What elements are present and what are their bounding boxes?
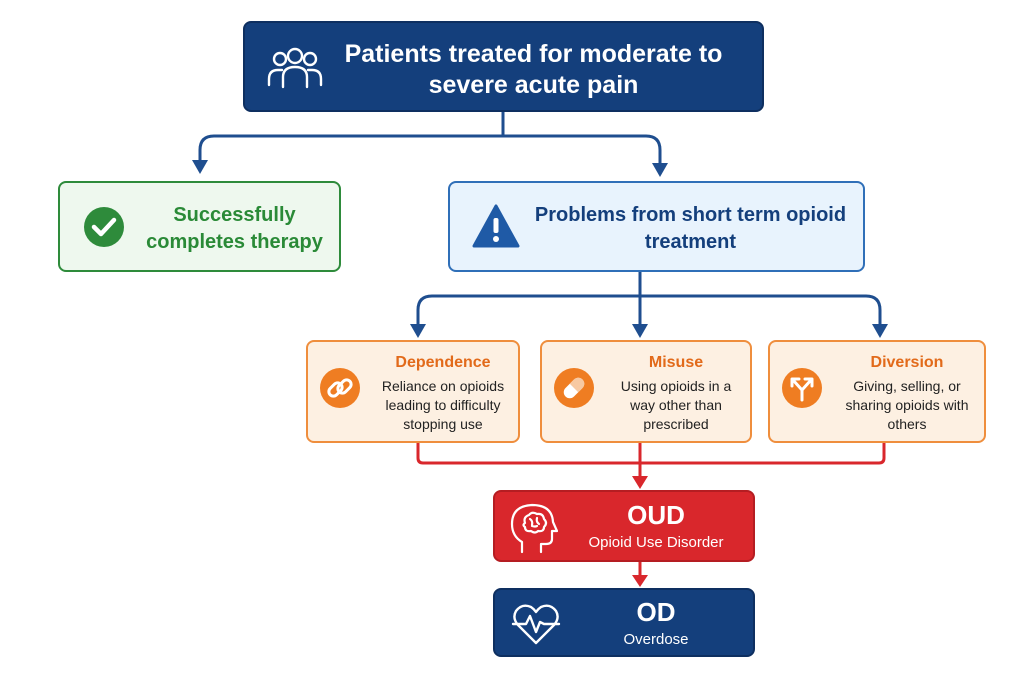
- dependence-box: Dependence Reliance on opioids leading t…: [306, 340, 520, 443]
- od-abbreviation: OD: [636, 597, 676, 627]
- diversion-description: Giving, selling, or sharing opioids with…: [845, 378, 969, 432]
- arrow-to-misuse: [632, 324, 648, 338]
- problems-title: Problems from short term opioid treatmen…: [534, 204, 847, 253]
- brain-head-icon: [508, 500, 559, 559]
- oud-abbreviation: OUD: [627, 500, 685, 530]
- connector-types-merge: [416, 443, 886, 465]
- people-icon: [267, 47, 323, 96]
- oud-full-name: Opioid Use Disorder: [588, 534, 724, 551]
- connector-top-branch: [198, 134, 662, 166]
- misuse-box: Misuse Using opioids in a way other than…: [540, 340, 752, 443]
- od-box: OD Overdose: [493, 588, 755, 657]
- arrow-to-success: [192, 160, 208, 174]
- arrow-to-diversion: [872, 324, 888, 338]
- arrow-to-dependence: [410, 324, 426, 338]
- connector-problems-branch: [416, 294, 882, 330]
- diversion-box: Diversion Giving, selling, or sharing op…: [768, 340, 986, 443]
- diversion-name: Diversion: [870, 354, 944, 371]
- success-title: Successfully completes therapy: [146, 204, 323, 253]
- dependence-name: Dependence: [395, 354, 491, 371]
- patients-title: Patients treated for moderate to severe …: [344, 40, 723, 99]
- oud-box: OUD Opioid Use Disorder: [493, 490, 755, 562]
- misuse-name: Misuse: [648, 354, 704, 371]
- split-arrow-icon: [780, 366, 824, 415]
- warning-icon: [472, 203, 520, 254]
- arrow-to-od: [632, 575, 648, 587]
- link-icon: [318, 366, 362, 415]
- problems-box: Problems from short term opioid treatmen…: [448, 181, 865, 272]
- checkmark-icon: [82, 205, 126, 254]
- od-full-name: Overdose: [623, 631, 689, 648]
- success-box: Successfully completes therapy: [58, 181, 341, 272]
- heart-pulse-icon: [511, 602, 561, 651]
- pill-icon: [552, 366, 596, 415]
- misuse-description: Using opioids in a way other than prescr…: [620, 378, 732, 432]
- patients-box: Patients treated for moderate to severe …: [243, 21, 764, 112]
- dependence-description: Reliance on opioids leading to difficult…: [381, 378, 505, 432]
- arrow-to-problems: [652, 163, 668, 177]
- arrow-to-oud: [632, 476, 648, 489]
